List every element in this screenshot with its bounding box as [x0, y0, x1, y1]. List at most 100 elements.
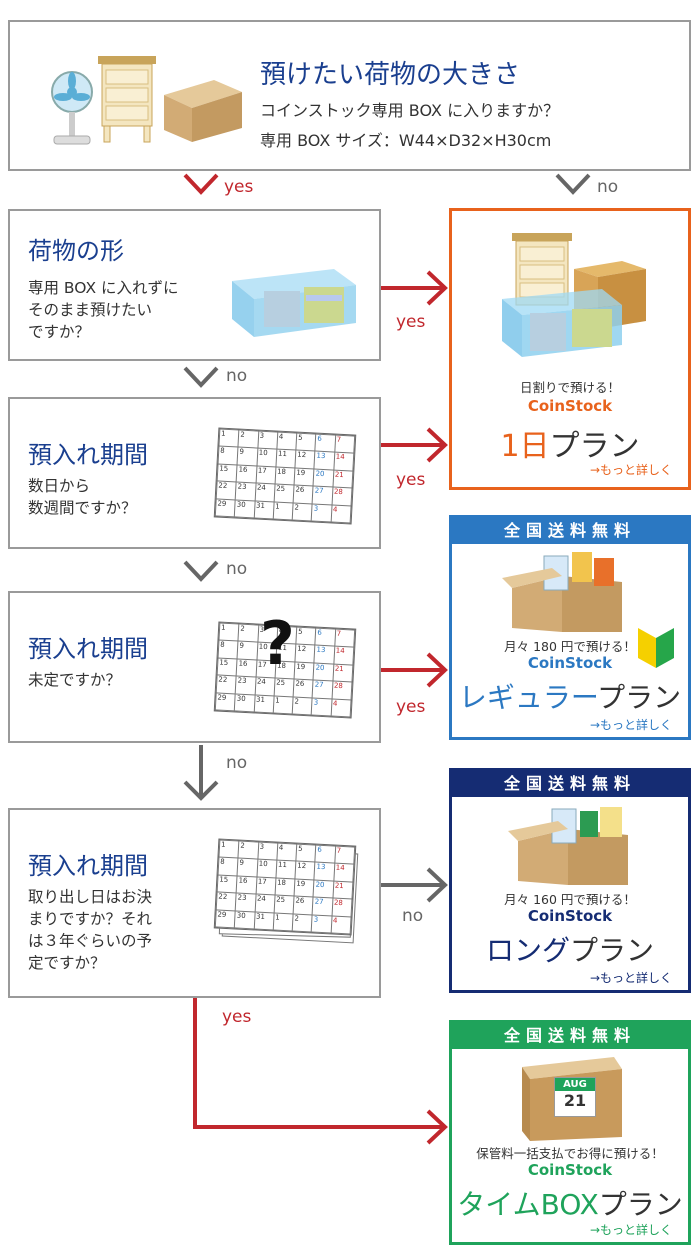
arrow-q1-no	[183, 366, 219, 388]
plan-timebox-caption: 保管料一括支払でお得に預ける！	[476, 1146, 664, 1161]
calendar-day-cell: 30	[234, 693, 255, 712]
question-period-undecided-title: 預入れ期間	[28, 635, 148, 663]
label-q1-no: no	[226, 366, 248, 386]
calendar-day-cell: 14	[333, 646, 354, 665]
question-period-fixed-line4: 定ですか？	[28, 954, 106, 972]
calendar-day-cell: 18	[274, 877, 296, 897]
plan-regular-name: レギュラープラン	[452, 676, 688, 716]
calendar-day-cell: 27	[312, 486, 333, 505]
question-size-title: 預けたい荷物の大きさ	[260, 60, 521, 90]
calendar-day-cell: 31	[253, 500, 274, 519]
question-shape-box: 荷物の形 専用 BOX に入れずに そのまま預けたい ですか？	[8, 209, 381, 361]
question-shape-line3: ですか？	[28, 323, 91, 341]
plan-day-card[interactable]: 日割りで預ける！ CoinStock 1日プラン →もっと詳しく	[449, 208, 691, 490]
calendar-day-cell: 6	[315, 628, 336, 647]
arrow-q4-yes-head	[426, 1109, 448, 1145]
question-mark-icon: ?	[260, 609, 295, 679]
calendar-day-cell: 1	[218, 623, 240, 642]
calendar-day-cell: 15	[217, 657, 238, 677]
vacuum-bag-clothes-icon	[232, 269, 356, 337]
question-shape-line1: 専用 BOX に入れずに	[28, 279, 179, 297]
fan-icon	[51, 71, 93, 145]
calendar-day-cell: 4	[330, 504, 352, 523]
calendar-day-cell: 29	[215, 692, 236, 711]
plan-long-more-link[interactable]: →もっと詳しく	[589, 971, 672, 985]
plan-timebox-card[interactable]: 全国送料無料 AUG 21 保管料一括支払でお得に預ける！ CoinStock …	[449, 1020, 691, 1245]
arrow-q0-no	[555, 173, 591, 195]
plan-day-more-link[interactable]: →もっと詳しく	[589, 463, 672, 477]
arrow-q3-yes-head	[426, 652, 448, 688]
arrow-q2-no	[183, 560, 219, 582]
calendar-day-cell: 24	[254, 483, 275, 502]
plan-day-name: 1日プラン	[452, 421, 688, 465]
calendar-day-cell: 27	[312, 897, 333, 916]
calendar-day-cell: 20	[313, 468, 334, 488]
calendar-day-cell: 22	[216, 892, 237, 911]
arrow-q1-yes-head	[426, 270, 448, 306]
calendar-day-cell: 31	[253, 911, 274, 930]
calendar-day-cell: 15	[217, 463, 238, 483]
plan-regular-more-link[interactable]: →もっと詳しく	[589, 718, 672, 732]
calendar-day-cell: 3	[311, 914, 332, 933]
question-period-fixed-line1: 取り出し日はお決	[28, 888, 153, 906]
question-period-fixed-line3: は３年ぐらいの予	[28, 932, 153, 950]
calendar-day-cell: 5	[295, 627, 317, 646]
calendar-day-cell: 25	[273, 484, 295, 503]
plan-day-name-rest: プラン	[549, 429, 640, 464]
question-size-box: 預けたい荷物の大きさ コインストック専用 BOX に入りますか？ 専用 BOX …	[8, 20, 691, 171]
label-q2-no: no	[226, 559, 248, 579]
calendar-day-cell: 16	[236, 658, 257, 678]
arrow-q3-no-head	[183, 780, 219, 801]
calendar-day-cell: 21	[332, 663, 353, 683]
plan-regular-card[interactable]: 全国送料無料 月々 180 円で預ける！ CoinStock レギュラープラン …	[449, 515, 691, 740]
beginner-mark-icon	[638, 628, 674, 668]
calendar-day-cell: 20	[313, 879, 334, 899]
calendar-day-cell: 28	[331, 681, 352, 700]
calendar-day-cell: 14	[333, 452, 354, 471]
calendar-day-cell: 31	[253, 694, 274, 713]
question-shape-line2: そのまま預けたい	[28, 301, 153, 319]
arrow-q0-yes	[183, 173, 219, 195]
calendar-day-cell: 10	[256, 448, 277, 467]
calendar-day-cell: 9	[237, 447, 258, 466]
calendar-day-cell: 19	[294, 661, 315, 681]
label-q3-no: no	[226, 753, 248, 773]
calendar-day-cell: 7	[334, 629, 355, 648]
plan-timebox-more-link[interactable]: →もっと詳しく	[589, 1223, 672, 1237]
calendar-day-cell: 26	[293, 896, 314, 915]
calendar-day-cell: 22	[216, 675, 237, 694]
plan-long-name-accent: ロング	[485, 934, 570, 967]
plan-regular-banner: 全国送料無料	[452, 518, 688, 544]
dresser-icon	[98, 56, 156, 143]
question-period-fixed-title: 預入れ期間	[28, 852, 148, 880]
calendar-day-cell: 4	[330, 698, 352, 717]
arrow-q4-yes-line	[193, 997, 443, 1129]
calendar-day-cell: 21	[332, 469, 353, 489]
question-period-undecided-line1: 未定ですか？	[28, 671, 122, 689]
calendar-day-cell: 2	[238, 841, 259, 860]
arrow-q4-no-head	[426, 867, 448, 903]
calendar-day-cell: 1	[218, 429, 240, 448]
plan-long-card[interactable]: 全国送料無料 月々 160 円で預ける！ CoinStock ロングプラン →も…	[449, 768, 691, 993]
label-q1-yes: yes	[396, 312, 426, 332]
question-period-days-line1: 数日から	[28, 477, 91, 495]
calendar-day-cell: 21	[332, 880, 353, 900]
calendar-day-cell: 23	[235, 893, 256, 912]
calendar-day-cell: 11	[275, 860, 296, 879]
plan-regular-brand: CoinStock	[527, 654, 613, 672]
calendar-day-cell: 26	[293, 679, 314, 698]
plan-long-banner: 全国送料無料	[452, 771, 688, 797]
calendar-day-cell: 6	[315, 434, 336, 453]
calendar-day-cell: 13	[314, 862, 335, 881]
question-shape-title: 荷物の形	[28, 237, 124, 265]
cardboard-box-icon	[164, 80, 242, 142]
calendar-day-cell: 23	[235, 676, 256, 695]
label-q0-no: no	[597, 177, 619, 197]
calendar-day-cell: 5	[295, 433, 317, 452]
calendar-day-cell: 6	[315, 845, 336, 864]
calendar-day-cell: 8	[218, 857, 239, 876]
calendar-day-cell: 13	[314, 645, 335, 664]
